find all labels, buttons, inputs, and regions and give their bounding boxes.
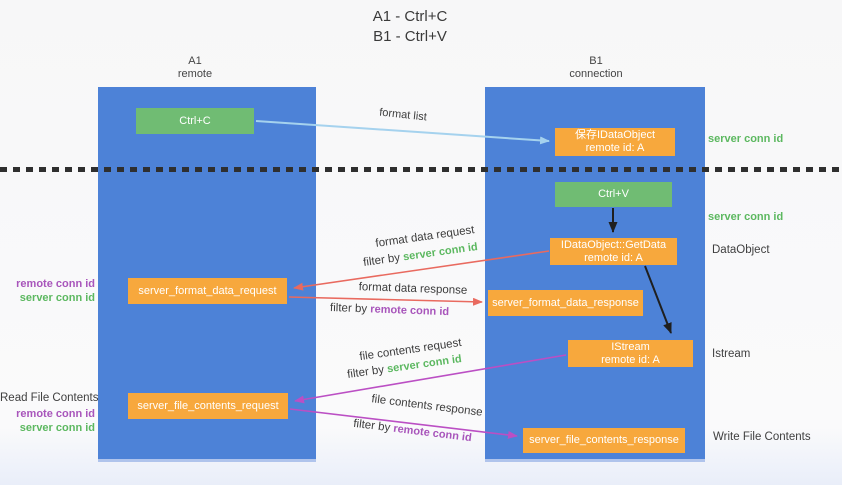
node-save-idataobject-line1: 保存IDataObject bbox=[574, 129, 656, 141]
diagram-title: A1 - Ctrl+C B1 - Ctrl+V bbox=[320, 7, 500, 47]
right-label-istream: Istream bbox=[712, 348, 751, 360]
lifeline-b1-name: B1 bbox=[589, 55, 603, 67]
dotted-divider bbox=[0, 167, 842, 172]
node-ctrl-c-label: Ctrl+C bbox=[179, 114, 211, 127]
node-getdata-line2: remote id: A bbox=[584, 251, 643, 264]
filter-prefix: filter by bbox=[329, 301, 371, 316]
lifeline-header-a1: A1 remote bbox=[135, 55, 255, 81]
lifeline-a1-role: remote bbox=[177, 68, 213, 80]
label-format-data-response: format data response bbox=[358, 281, 468, 297]
node-server-format-data-request: server_format_data_request bbox=[128, 278, 287, 304]
arrow-format-data-response bbox=[288, 296, 483, 306]
node-server-file-contents-response: server_file_contents_response bbox=[523, 428, 685, 453]
node-save-idataobject-line2: remote id: A bbox=[585, 142, 645, 154]
filter-key-remote-conn-id: remote conn id bbox=[370, 303, 450, 319]
label-filter-file-response: filter by remote conn id bbox=[350, 417, 476, 444]
right-label-server-conn-id-mid: server conn id bbox=[708, 211, 784, 223]
filter-prefix: filter by bbox=[352, 417, 395, 435]
filter-prefix: filter by bbox=[346, 363, 389, 381]
node-istream-line1: IStream bbox=[611, 340, 650, 353]
right-label-server-conn-id-top: server conn id bbox=[708, 133, 784, 145]
left-label-remote-conn-id-bottom: remote conn id bbox=[16, 408, 95, 420]
node-format-response-label: server_format_data_response bbox=[492, 296, 639, 309]
node-ctrl-c: Ctrl+C bbox=[136, 108, 254, 134]
node-server-file-contents-request: server_file_contents_request bbox=[128, 393, 288, 419]
node-istream-line2: remote id: A bbox=[601, 353, 660, 366]
left-label-server-conn-id-bottom: server conn id bbox=[19, 421, 95, 434]
title-line-2: B1 - Ctrl+V bbox=[373, 28, 447, 45]
node-file-response-label: server_file_contents_response bbox=[529, 434, 679, 446]
node-ctrl-v-label: Ctrl+V bbox=[598, 188, 629, 200]
node-file-request-label: server_file_contents_request bbox=[137, 399, 279, 412]
node-format-request-label: server_format_data_request bbox=[138, 284, 277, 297]
left-label-read-file-contents: Read File Contents bbox=[0, 392, 99, 404]
lifeline-a1-name: A1 bbox=[188, 55, 202, 67]
node-ctrl-v: Ctrl+V bbox=[555, 182, 672, 207]
node-server-format-data-response: server_format_data_response bbox=[488, 290, 643, 316]
right-label-write-file-contents: Write File Contents bbox=[713, 431, 811, 443]
node-getdata-line1: IDataObject::GetData bbox=[560, 238, 667, 251]
title-line-1: A1 - Ctrl+C bbox=[372, 8, 448, 25]
left-label-server-conn-id-top: server conn id bbox=[19, 291, 95, 304]
right-label-dataobject: DataObject bbox=[712, 244, 770, 256]
left-conn-id-stack-top: remote conn id server conn id bbox=[0, 278, 95, 305]
lifeline-header-b1: B1 connection bbox=[536, 55, 656, 81]
left-conn-id-stack-bottom: remote conn id server conn id bbox=[0, 408, 95, 435]
label-file-contents-response: file contents response bbox=[370, 393, 484, 419]
node-save-idataobject: 保存IDataObject remote id: A bbox=[555, 128, 675, 156]
node-idataobject-getdata: IDataObject::GetData remote id: A bbox=[550, 238, 677, 265]
filter-prefix: filter by bbox=[362, 251, 405, 269]
label-format-list: format list bbox=[378, 106, 428, 124]
label-filter-format-response: filter by remote conn id bbox=[329, 301, 449, 318]
filter-key-remote-conn-id: remote conn id bbox=[392, 422, 473, 445]
node-istream: IStream remote id: A bbox=[568, 340, 693, 367]
left-label-remote-conn-id-top: remote conn id bbox=[16, 278, 95, 290]
lifeline-b1-role: connection bbox=[569, 68, 623, 80]
